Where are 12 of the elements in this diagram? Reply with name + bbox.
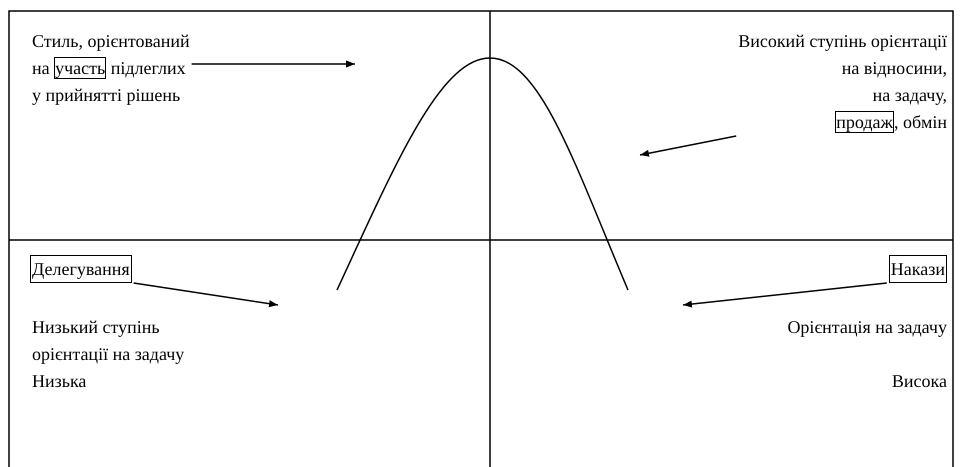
arrow: [134, 282, 278, 308]
text-block: Високий ступінь орієнтації на відносини, на задачу, продаж, обмін: [738, 28, 947, 136]
axis-label: Низька: [32, 370, 86, 393]
axis-label: Низький ступінь орієнтації на задачу: [32, 316, 186, 366]
arrow: [640, 135, 736, 157]
term-box: Накази: [888, 255, 947, 283]
term-box: Делегування: [30, 255, 132, 283]
arrow: [192, 60, 355, 68]
axis-label: Орієнтація на задачу: [787, 316, 947, 339]
axis-label: Висока: [892, 370, 947, 393]
arrow: [682, 282, 887, 308]
text-block: Стиль, орієнтований на участь підлеглих у прийнятті рішень: [32, 28, 190, 109]
